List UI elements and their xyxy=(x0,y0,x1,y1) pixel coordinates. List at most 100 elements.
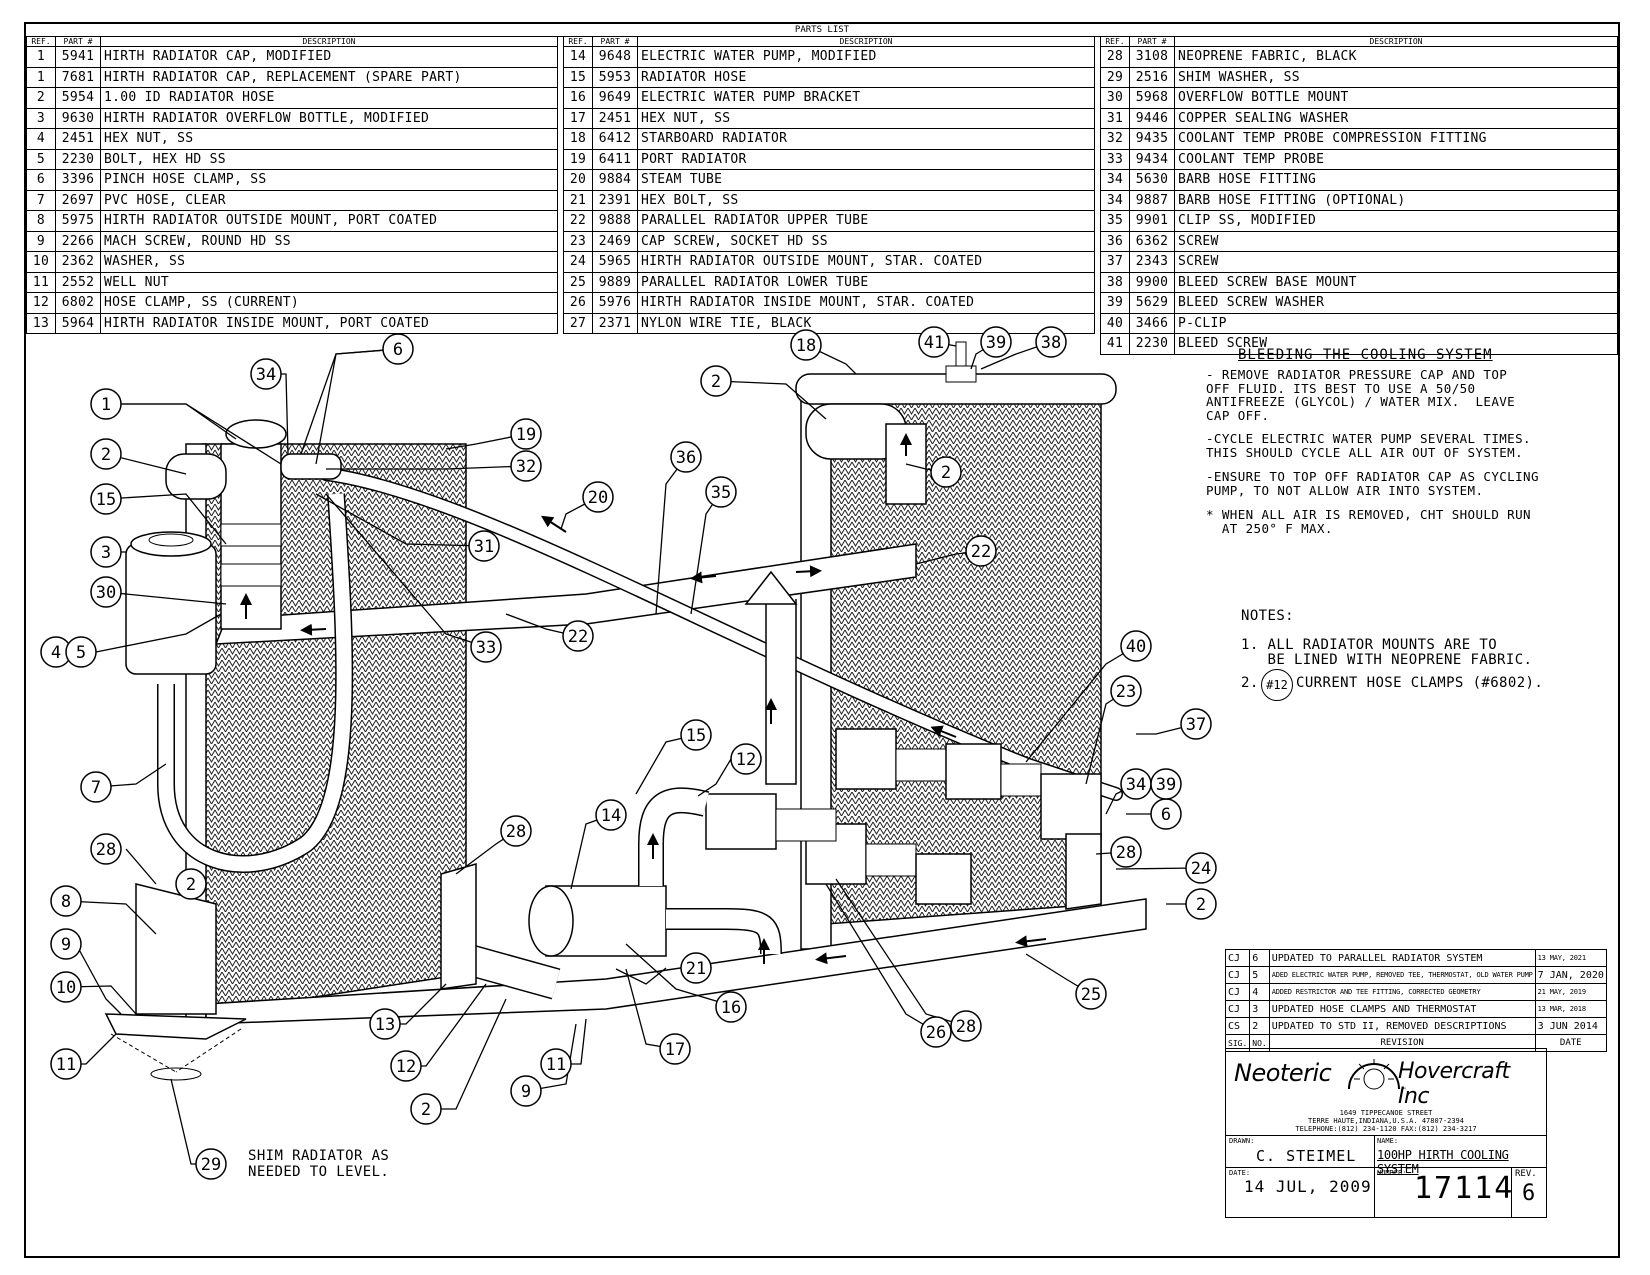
bleed-screw xyxy=(945,341,977,383)
part-ref: 16 xyxy=(563,87,593,109)
rev-header-date: DATE xyxy=(1534,1034,1607,1052)
callout-bubble: 17 xyxy=(659,1033,691,1065)
bleeding-step-3: -ENSURE TO TOP OFF RADIATOR CAP AS CYCLI… xyxy=(1206,469,1539,498)
note-2-text: CURRENT HOSE CLAMPS (#6802). xyxy=(1296,675,1544,691)
callout-label: 24 xyxy=(1191,859,1211,879)
callout-label: 22 xyxy=(568,627,588,647)
part-number: 9887 xyxy=(1129,189,1175,211)
callout-bubble: 16 xyxy=(715,991,747,1023)
rev-desc: ADDED RESTRICTOR AND TEE FITTING, CORREC… xyxy=(1268,983,1536,1001)
callout-bubble: 34 xyxy=(1120,768,1152,800)
callout-bubble: 29 xyxy=(195,1148,227,1180)
callout-label: 2 xyxy=(101,445,111,465)
callout-bubble: 36 xyxy=(670,441,702,473)
rev-no: 4 xyxy=(1249,983,1270,1001)
callout-label: 12 xyxy=(396,1057,416,1077)
drawn-label: DRAWN: xyxy=(1229,1137,1255,1145)
part-number: 5964 xyxy=(55,312,101,334)
part-ref: 21 xyxy=(563,189,593,211)
part-description: BOLT, HEX HD SS xyxy=(100,148,558,170)
rev-no: 2 xyxy=(1249,1017,1270,1035)
rev-label: REV. xyxy=(1515,1169,1537,1179)
callout-label: 3 xyxy=(101,543,111,563)
callout-label: 18 xyxy=(796,336,816,356)
callout-bubble: 28 xyxy=(950,1010,982,1042)
callout-bubble: 2 xyxy=(930,456,962,488)
part-number: 2230 xyxy=(55,148,101,170)
note-2-callout: #12 xyxy=(1261,669,1293,701)
rev-header-sig: SIG. xyxy=(1224,1034,1251,1052)
callout-label: 12 xyxy=(736,750,756,770)
part-number: 2230 xyxy=(1129,333,1175,355)
part-ref: 13 xyxy=(26,312,56,334)
callout-bubble: 13 xyxy=(369,1008,401,1040)
part-description: HIRTH RADIATOR CAP, REPLACEMENT (SPARE P… xyxy=(100,66,558,88)
callout-bubble: 14 xyxy=(595,799,627,831)
callout-bubble: 41 xyxy=(918,326,950,358)
part-description: HIRTH RADIATOR INSIDE MOUNT, PORT COATED xyxy=(100,312,558,334)
part-ref: 31 xyxy=(1100,107,1130,129)
callout-label: 33 xyxy=(476,638,496,658)
callout-label: 34 xyxy=(1126,775,1146,795)
callout-bubble: 11 xyxy=(50,1048,82,1080)
rev-sig: CJ xyxy=(1224,983,1251,1001)
part-number: 2469 xyxy=(592,230,638,252)
callout-bubble: 2 xyxy=(1185,888,1217,920)
callout-bubble: 8 xyxy=(50,885,82,917)
part-number: 9434 xyxy=(1129,148,1175,170)
callout-label: 10 xyxy=(56,978,76,998)
rev-sig: CJ xyxy=(1224,949,1251,967)
part-number: 3396 xyxy=(55,169,101,191)
port-lower-hose xyxy=(461,943,561,1000)
rev-no: 5 xyxy=(1249,966,1270,984)
drawing-number: 17114 xyxy=(1414,1171,1515,1206)
address-line-1: 1649 TIPPECANOE STREET xyxy=(1339,1109,1433,1117)
part-number: 2451 xyxy=(592,107,638,129)
callout-bubble: 28 xyxy=(90,833,122,865)
callout-bubble: 32 xyxy=(510,450,542,482)
part-number: 5629 xyxy=(1129,292,1175,314)
callout-label: 9 xyxy=(521,1082,531,1102)
callout-label: 5 xyxy=(76,643,86,663)
callout-label: 28 xyxy=(96,840,116,860)
callout-bubble: 19 xyxy=(510,418,542,450)
part-description: PINCH HOSE CLAMP, SS xyxy=(100,169,558,191)
rev-desc: UPDATED HOSE CLAMPS AND THERMOSTAT xyxy=(1268,1000,1536,1018)
date-label: DATE: xyxy=(1229,1169,1251,1177)
callout-bubble: 22 xyxy=(965,535,997,567)
callout-label: 1 xyxy=(101,395,111,415)
part-description: HEX NUT, SS xyxy=(637,107,1095,129)
callout-bubble: 21 xyxy=(680,952,712,984)
part-ref: 28 xyxy=(1100,46,1130,68)
callout-label: 6 xyxy=(1161,805,1171,825)
callout-bubble: 10 xyxy=(50,971,82,1003)
rev-date: 21 MAY, 2019 xyxy=(1534,983,1607,1001)
callout-label: 28 xyxy=(956,1017,976,1037)
callout-label: 28 xyxy=(506,822,526,842)
company-logo-icon xyxy=(1348,1059,1400,1090)
part-description: BLEED SCREW BASE MOUNT xyxy=(1174,271,1618,293)
company-name-left: Neoteric xyxy=(1234,1059,1332,1087)
part-ref: 33 xyxy=(1100,148,1130,170)
callout-bubble: 1 xyxy=(90,388,122,420)
callout-label: 34 xyxy=(256,365,276,385)
callout-label: 36 xyxy=(676,448,696,468)
callout-bubble: 28 xyxy=(1110,836,1142,868)
callout-label: 8 xyxy=(61,892,71,912)
callout-label: 16 xyxy=(721,998,741,1018)
part-description: ELECTRIC WATER PUMP BRACKET xyxy=(637,87,1095,109)
part-number: 5965 xyxy=(592,251,638,273)
